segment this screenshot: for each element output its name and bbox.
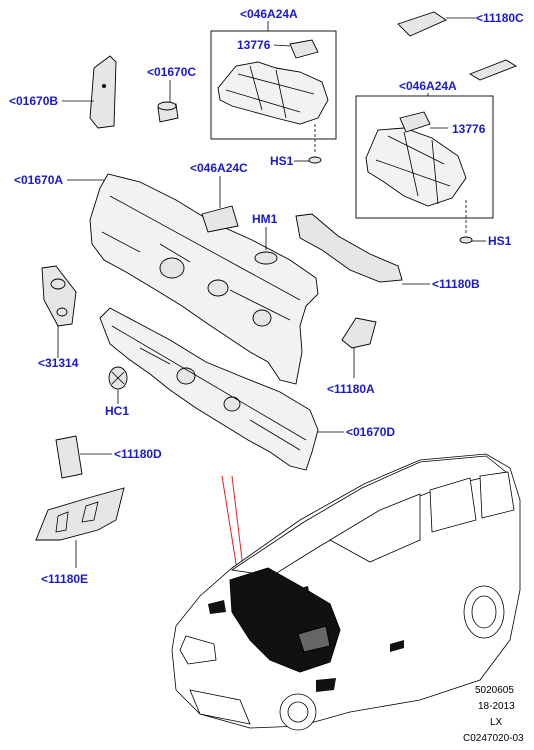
callout-046A24A-right[interactable]: <046A24A xyxy=(399,79,457,93)
part-pad-01670B[interactable] xyxy=(89,55,117,129)
callout-046A24C[interactable]: <046A24C xyxy=(190,161,248,175)
part-screw-HS1-right[interactable] xyxy=(459,236,473,244)
part-module-13776-right[interactable] xyxy=(399,111,431,133)
callout-01670B[interactable]: <01670B xyxy=(9,94,58,108)
part-plug-01670C[interactable] xyxy=(157,101,179,123)
callout-13776-right[interactable]: 13776 xyxy=(452,122,486,136)
callout-11180C[interactable]: <11180C xyxy=(476,11,524,25)
callout-01670A[interactable]: <01670A xyxy=(14,173,63,187)
part-screw-HS1-left[interactable] xyxy=(308,156,322,164)
part-pad-11180A[interactable] xyxy=(341,317,377,349)
callout-046A24A-top[interactable]: <046A24A xyxy=(240,7,298,21)
vehicle-illustration xyxy=(171,453,521,731)
part-bracket-046A24A-top[interactable] xyxy=(217,61,329,125)
part-pad-11180E[interactable] xyxy=(35,487,125,541)
installed-insulator-highlight xyxy=(208,567,404,692)
part-pad-11180C-upper[interactable] xyxy=(397,11,447,37)
part-pad-11180C-lower[interactable] xyxy=(468,59,518,81)
part-grommet-HM1[interactable] xyxy=(254,251,278,265)
footer-line-4: C0247020-03 xyxy=(463,733,524,744)
callout-31314[interactable]: <31314 xyxy=(38,356,79,370)
part-group-box-046A24A-top xyxy=(210,30,337,140)
part-bracket-046A24A-right[interactable] xyxy=(365,127,467,207)
callout-HC1[interactable]: HC1 xyxy=(105,404,129,418)
callout-11180B[interactable]: <11180B xyxy=(432,277,480,291)
highlight-lines xyxy=(221,475,245,577)
callout-HS1-right[interactable]: HS1 xyxy=(488,234,512,248)
part-clip-HC1[interactable] xyxy=(108,366,128,390)
part-pad-11180B[interactable] xyxy=(295,213,403,283)
footer-line-2: 18-2013 xyxy=(478,701,515,712)
part-pad-046A24C[interactable] xyxy=(201,205,239,233)
footer-line-1: 5020605 xyxy=(475,685,514,696)
callout-HS1-left[interactable]: HS1 xyxy=(270,154,294,168)
callout-HM1[interactable]: HM1 xyxy=(252,212,278,226)
callout-11180A[interactable]: <11180A xyxy=(327,382,375,396)
part-group-box-046A24A-right xyxy=(355,95,494,219)
callout-13776-top[interactable]: 13776 xyxy=(237,38,271,52)
part-insulator-01670D[interactable] xyxy=(99,307,319,471)
callout-01670C[interactable]: <01670C xyxy=(147,65,196,79)
callout-01670D[interactable]: <01670D xyxy=(346,425,395,439)
part-module-13776-top[interactable] xyxy=(289,39,319,59)
callout-11180D[interactable]: <11180D xyxy=(114,447,162,461)
footer-line-3: LX xyxy=(490,717,503,728)
callout-11180E[interactable]: <11180E xyxy=(41,572,88,586)
part-pad-11180D[interactable] xyxy=(55,435,83,479)
part-pad-31314[interactable] xyxy=(41,265,77,327)
